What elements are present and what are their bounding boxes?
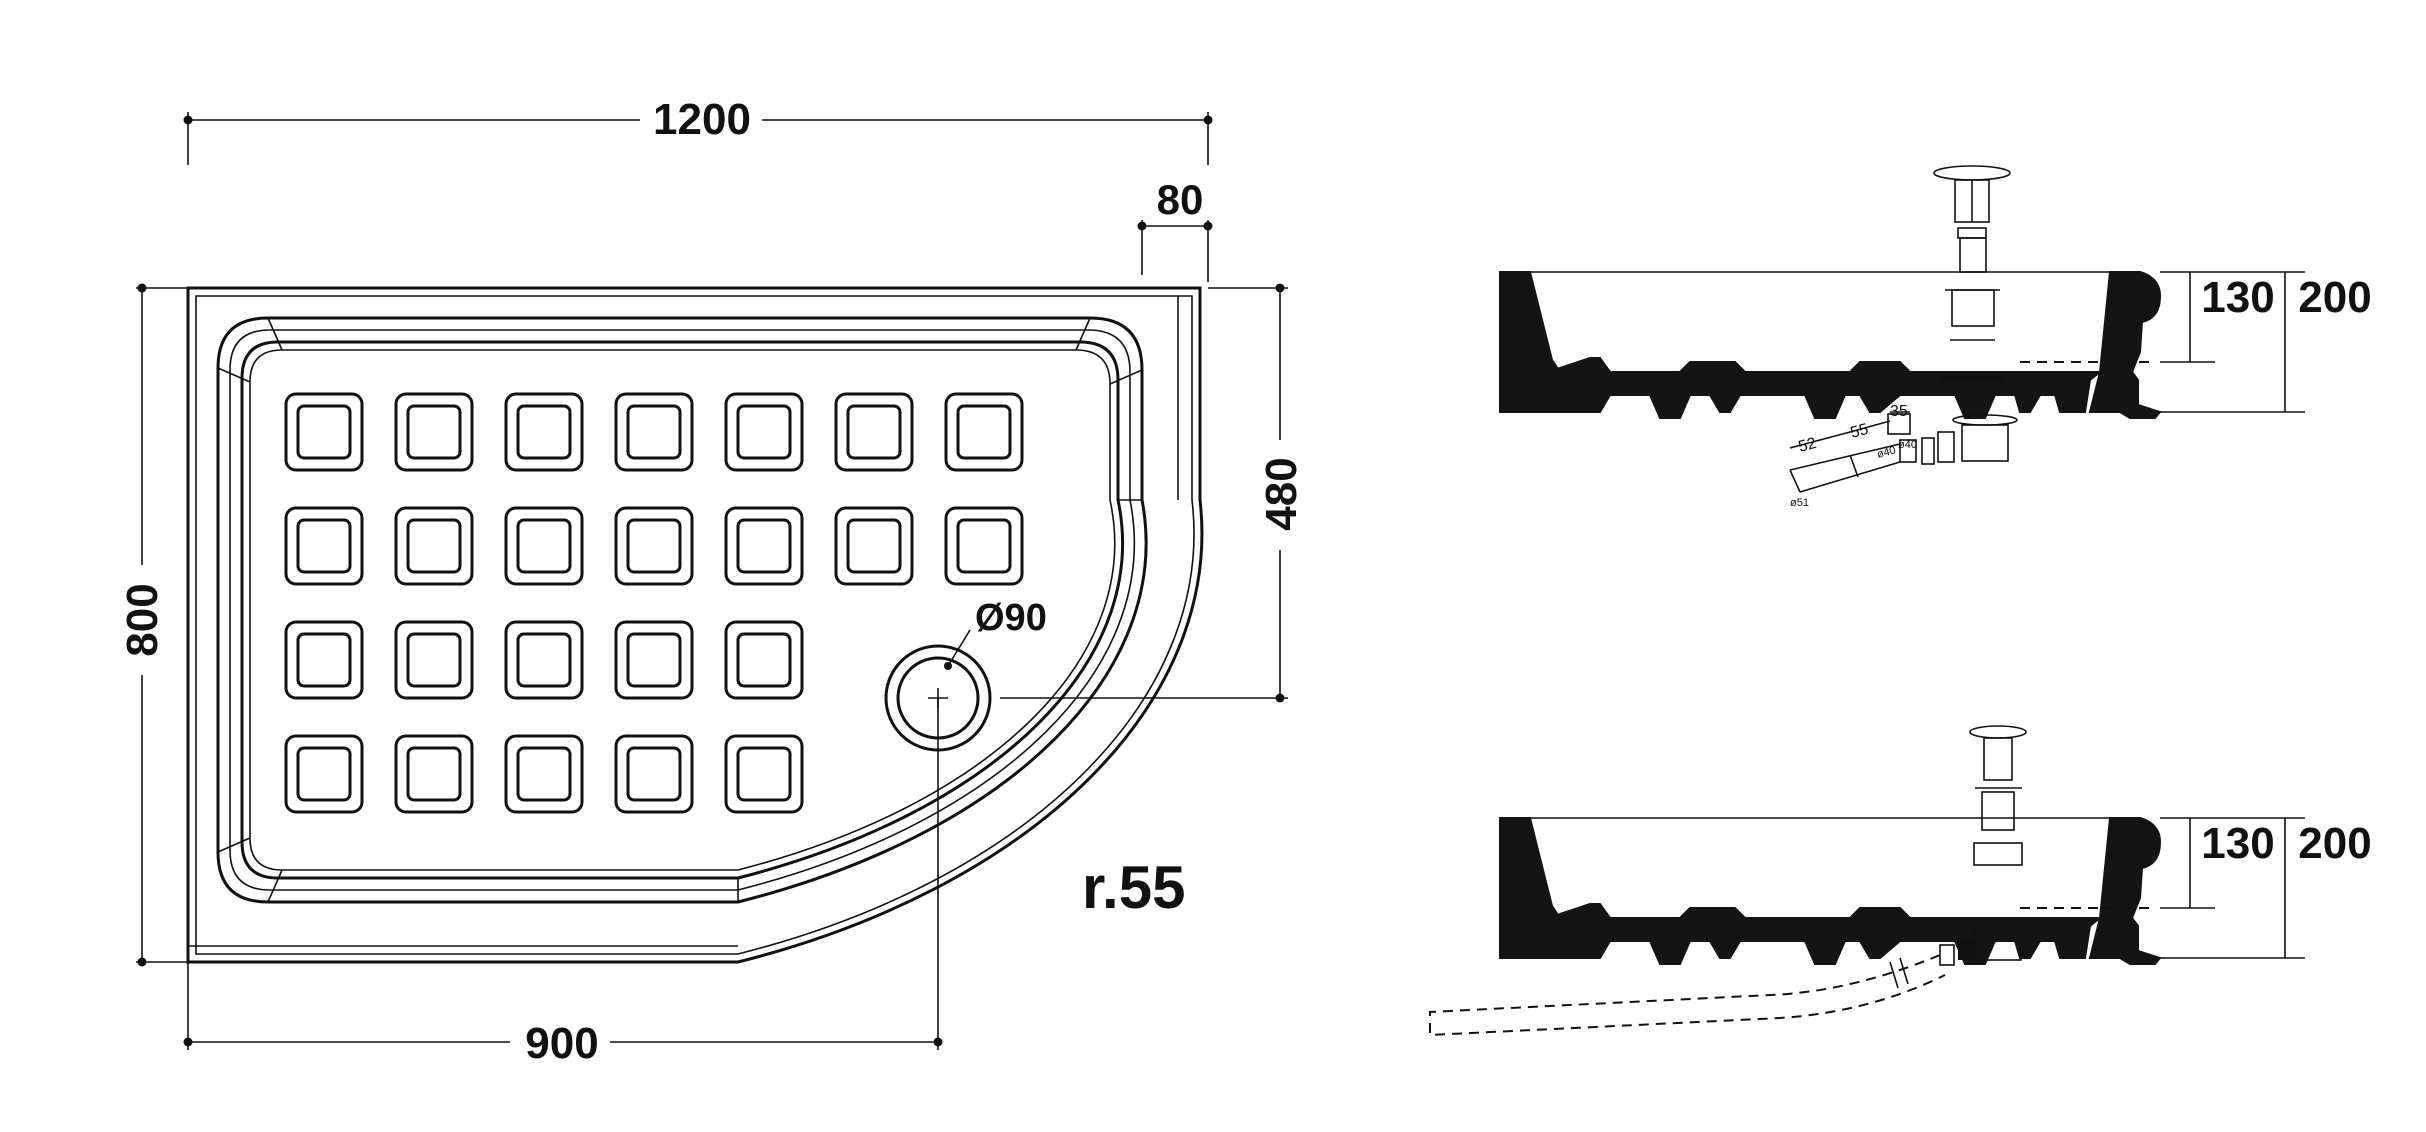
anti-slip-tile-inner — [626, 404, 682, 460]
pipe-label-35: 35 — [1890, 403, 1908, 420]
drain-x-dimension: 900 — [183, 698, 943, 1068]
pipe-label-52: 52 — [1797, 435, 1819, 456]
bevel-bl-2 — [267, 869, 283, 903]
anti-slip-tile — [724, 734, 804, 814]
bevel-tr-1 — [1075, 317, 1091, 351]
drain-diameter-label: Ø90 — [975, 597, 1047, 639]
tray-outer-outline — [186, 286, 1204, 964]
bevel-tl-2 — [267, 317, 283, 351]
anti-slip-tile-inner — [296, 632, 352, 688]
anti-slip-tile — [394, 392, 474, 472]
pipe-label-d40-b: ø40 — [1898, 439, 1917, 451]
bevel-tl-1 — [217, 367, 251, 383]
anti-slip-tile-inner — [516, 404, 572, 460]
basin-floor-inner — [249, 349, 1116, 871]
anti-slip-tile-grid — [284, 392, 1024, 814]
anti-slip-tile — [834, 506, 914, 586]
bevel-bl-1 — [217, 837, 251, 853]
depth-dimension: 800 — [118, 283, 188, 967]
width-dimension: 1200 — [183, 90, 1213, 165]
section-bottom-total-height-label: 200 — [2298, 819, 2371, 868]
anti-slip-tile-inner — [296, 404, 352, 460]
drain-leader-line — [947, 629, 971, 667]
section-bottom-drain-pipe — [1429, 954, 1946, 1037]
anti-slip-tile — [944, 392, 1024, 472]
anti-slip-tile-inner — [626, 632, 682, 688]
anti-slip-tile — [504, 734, 584, 814]
anti-slip-tile-inner — [406, 518, 462, 574]
pipe-label-55: 55 — [1849, 421, 1871, 442]
anti-slip-tile — [614, 620, 694, 700]
section-top-inner-height-label: 130 — [2201, 273, 2274, 322]
tray-outer-inner-line — [195, 295, 1195, 955]
anti-slip-tile-inner — [406, 404, 462, 460]
anti-slip-tile — [614, 506, 694, 586]
anti-slip-tile-inner — [736, 746, 792, 802]
anti-slip-tile-inner — [626, 518, 682, 574]
plan-view: Ø90 r.55 1200 80 — [118, 90, 1306, 1068]
basin-outline — [216, 316, 1148, 904]
anti-slip-tile — [504, 506, 584, 586]
anti-slip-tile-inner — [296, 518, 352, 574]
anti-slip-tile — [284, 620, 364, 700]
section-top-right-wall — [2088, 271, 2162, 419]
anti-slip-tile-inner — [956, 404, 1012, 460]
anti-slip-tile — [504, 392, 584, 472]
anti-slip-tile-inner — [736, 632, 792, 688]
drain-offset-label: 480 — [1257, 457, 1306, 530]
anti-slip-tile — [504, 620, 584, 700]
pipe-label-d40-a: ø40 — [1876, 444, 1897, 461]
anti-slip-tile-inner — [516, 746, 572, 802]
anti-slip-tile — [724, 392, 804, 472]
anti-slip-tile — [614, 392, 694, 472]
anti-slip-tile — [614, 734, 694, 814]
drain-offset-dimension: 480 — [1000, 283, 1306, 703]
anti-slip-tile — [394, 506, 474, 586]
section-top-total-height-label: 200 — [2298, 273, 2371, 322]
anti-slip-tile — [284, 734, 364, 814]
anti-slip-tile-inner — [406, 746, 462, 802]
anti-slip-tile-inner — [406, 632, 462, 688]
pipe-joint-1 — [1889, 961, 1899, 989]
rim-label: 80 — [1157, 176, 1204, 223]
section-bottom-floor — [1546, 903, 2103, 965]
pipe-joint-2 — [1899, 957, 1909, 985]
anti-slip-tile — [724, 620, 804, 700]
anti-slip-tile-inner — [626, 746, 682, 802]
anti-slip-tile — [394, 620, 474, 700]
anti-slip-tile-inner — [516, 632, 572, 688]
anti-slip-tile — [834, 392, 914, 472]
section-top-floor — [1546, 357, 2103, 419]
anti-slip-tile-inner — [956, 518, 1012, 574]
anti-slip-tile — [724, 506, 804, 586]
section-view-bottom: 130 200 — [1429, 725, 2372, 1037]
section-view-top: 130 200 52 55 — [1499, 165, 2372, 509]
section-bottom-inner-height-label: 130 — [2201, 819, 2274, 868]
anti-slip-tile-inner — [296, 746, 352, 802]
anti-slip-tile-inner — [846, 518, 902, 574]
radius-label: r.55 — [1082, 854, 1185, 921]
anti-slip-tile — [284, 392, 364, 472]
section-bottom-waste-assembly — [1939, 725, 2027, 966]
depth-label: 800 — [118, 583, 167, 656]
rim-dimension: 80 — [1137, 176, 1213, 282]
bevel-tr-2 — [1109, 369, 1143, 385]
width-label: 1200 — [653, 95, 751, 144]
anti-slip-tile-inner — [736, 518, 792, 574]
anti-slip-tile-inner — [516, 518, 572, 574]
section-bottom-right-wall — [2088, 817, 2162, 965]
anti-slip-tile — [284, 506, 364, 586]
pipe-label-d51: ø51 — [1790, 497, 1809, 509]
anti-slip-tile-inner — [846, 404, 902, 460]
drain-x-label: 900 — [525, 1019, 598, 1068]
section-top-waste-assembly — [1789, 165, 2018, 493]
anti-slip-tile-inner — [736, 404, 792, 460]
anti-slip-tile — [394, 734, 474, 814]
anti-slip-tile — [944, 506, 1024, 586]
